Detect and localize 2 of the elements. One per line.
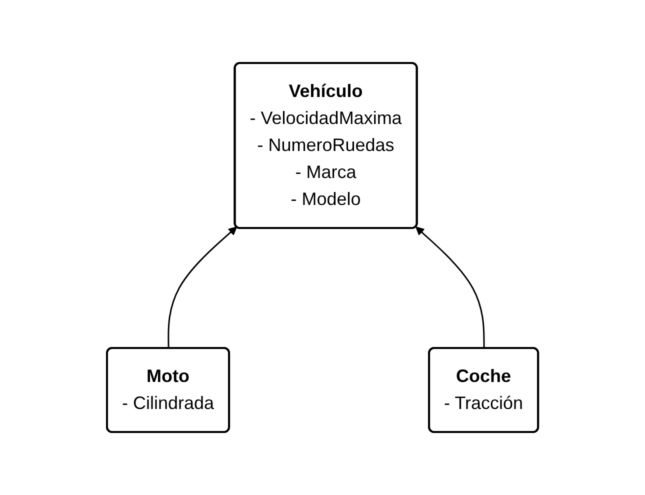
arrow	[168, 226, 237, 348]
arrow	[415, 226, 485, 348]
